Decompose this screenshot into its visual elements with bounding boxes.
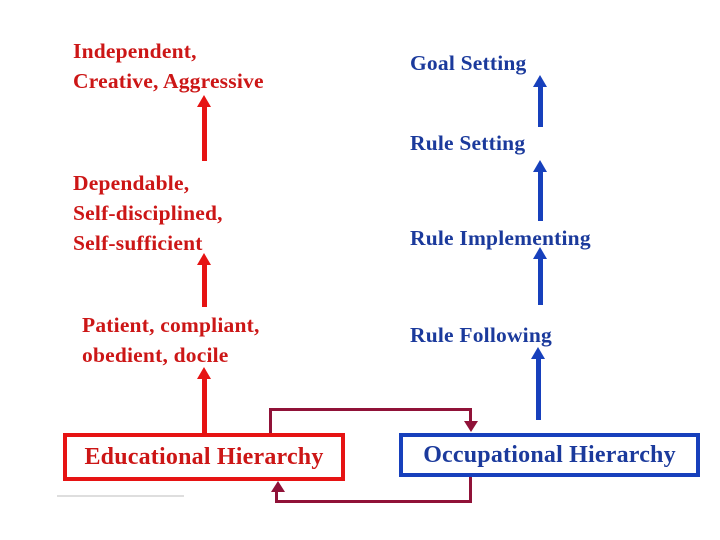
occupational-level-rule-following: Rule Following bbox=[410, 323, 552, 347]
faint-divider-line bbox=[57, 495, 184, 497]
arrowhead-icon bbox=[197, 95, 211, 107]
loop-bottom-horizontal bbox=[276, 500, 472, 503]
up-arrow-educational-3 bbox=[197, 367, 211, 433]
loop-top-left-vertical bbox=[269, 408, 272, 433]
arrowhead-icon bbox=[197, 367, 211, 379]
loop-arrowhead-down-icon bbox=[464, 421, 478, 432]
arrowhead-icon bbox=[531, 347, 545, 359]
educational-hierarchy-box-label: Educational Hierarchy bbox=[84, 443, 324, 470]
arrowhead-icon bbox=[533, 247, 547, 259]
arrow-shaft bbox=[537, 87, 543, 127]
up-arrow-occupational-1 bbox=[533, 75, 547, 127]
up-arrow-occupational-3 bbox=[533, 247, 547, 305]
arrowhead-icon bbox=[533, 75, 547, 87]
arrow-shaft bbox=[201, 379, 207, 433]
up-arrow-educational-2 bbox=[197, 253, 211, 307]
loop-top-horizontal bbox=[269, 408, 472, 411]
educational-traits-bottom: Patient, compliant, obedient, docile bbox=[82, 313, 260, 367]
up-arrow-occupational-2 bbox=[533, 160, 547, 221]
educational-hierarchy-box: Educational Hierarchy bbox=[63, 433, 345, 481]
occupational-hierarchy-box-label: Occupational Hierarchy bbox=[423, 441, 676, 468]
occupational-level-goal-setting: Goal Setting bbox=[410, 51, 527, 75]
loop-arrowhead-up-icon bbox=[271, 481, 285, 492]
occupational-hierarchy-box: Occupational Hierarchy bbox=[399, 433, 700, 477]
up-arrow-educational-1 bbox=[197, 95, 211, 161]
educational-traits-top: Independent, Creative, Aggressive bbox=[73, 39, 264, 93]
up-arrow-occupational-4 bbox=[531, 347, 545, 420]
loop-bottom-left-vertical bbox=[275, 491, 278, 503]
arrow-shaft bbox=[201, 107, 207, 161]
loop-bottom-right-vertical bbox=[469, 477, 472, 503]
arrow-shaft bbox=[201, 265, 207, 307]
occupational-level-rule-implementing: Rule Implementing bbox=[410, 226, 591, 250]
loop-top-right-vertical bbox=[469, 408, 472, 422]
arrow-shaft bbox=[537, 172, 543, 221]
arrowhead-icon bbox=[533, 160, 547, 172]
arrow-shaft bbox=[535, 359, 541, 420]
educational-traits-middle: Dependable, Self-disciplined, Self-suffi… bbox=[73, 171, 223, 255]
occupational-level-rule-setting: Rule Setting bbox=[410, 131, 526, 155]
arrow-shaft bbox=[537, 259, 543, 305]
arrowhead-icon bbox=[197, 253, 211, 265]
